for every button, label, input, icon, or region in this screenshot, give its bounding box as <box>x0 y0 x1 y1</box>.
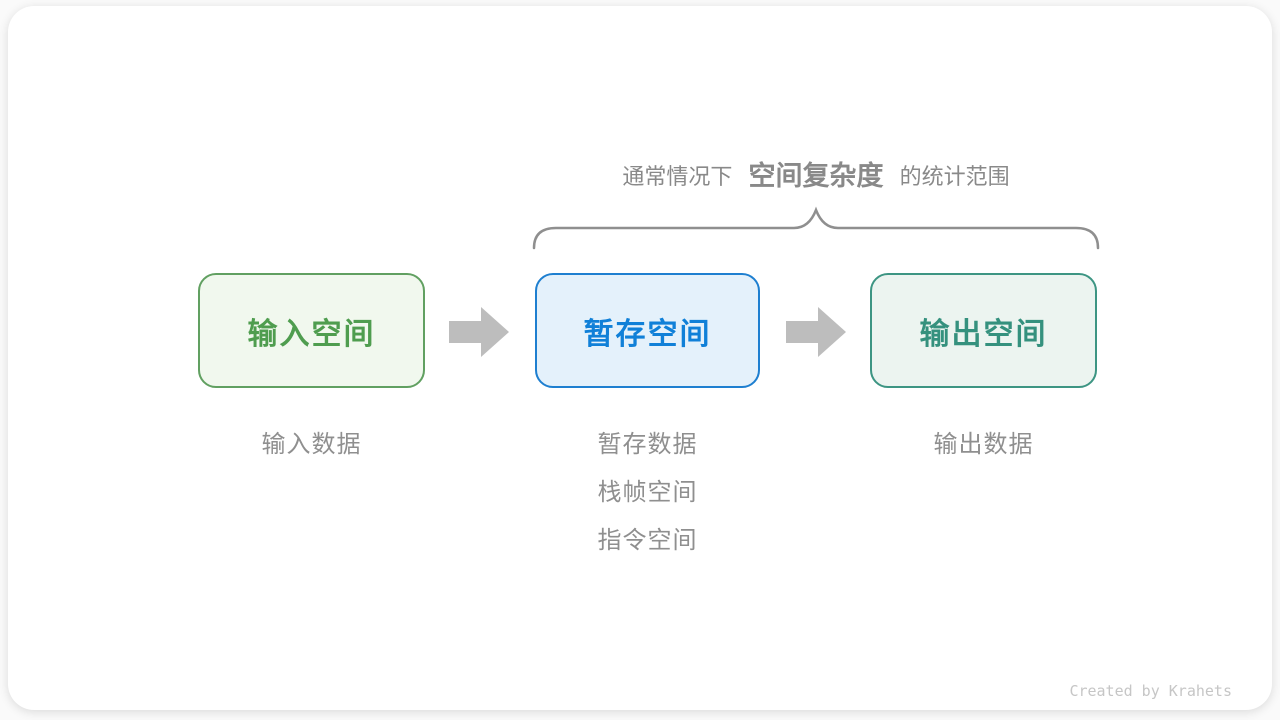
output-data-label: 输出数据 <box>933 431 1034 458</box>
input-space-label: 输入空间 <box>247 317 376 351</box>
title-highlight: 空间复杂度 <box>748 161 884 191</box>
brace-icon <box>532 206 1100 250</box>
stack-frame-space-label: 栈帧空间 <box>597 479 698 506</box>
temporary-space-label: 暂存空间 <box>583 317 712 351</box>
input-space-box: 输入空间 <box>198 273 425 388</box>
arrow-right-icon <box>786 307 846 357</box>
credit-text: Created by Krahets <box>1069 682 1232 700</box>
title-suffix: 的统计范围 <box>899 164 1010 189</box>
title-prefix: 通常情况下 <box>622 164 733 189</box>
diagram-title: 通常情况下 空间复杂度 的统计范围 <box>532 154 1100 193</box>
instruction-space-label: 指令空间 <box>597 527 698 554</box>
output-space-box: 输出空间 <box>870 273 1097 388</box>
temp-data-label: 暂存数据 <box>597 431 698 458</box>
input-data-label: 输入数据 <box>261 431 362 458</box>
output-space-label: 输出空间 <box>919 317 1048 351</box>
temporary-space-box: 暂存空间 <box>535 273 760 388</box>
diagram-card: 通常情况下 空间复杂度 的统计范围 输入空间 暂存空间 输出空间 输入数据 暂存… <box>8 6 1272 710</box>
arrow-right-icon <box>449 307 509 357</box>
